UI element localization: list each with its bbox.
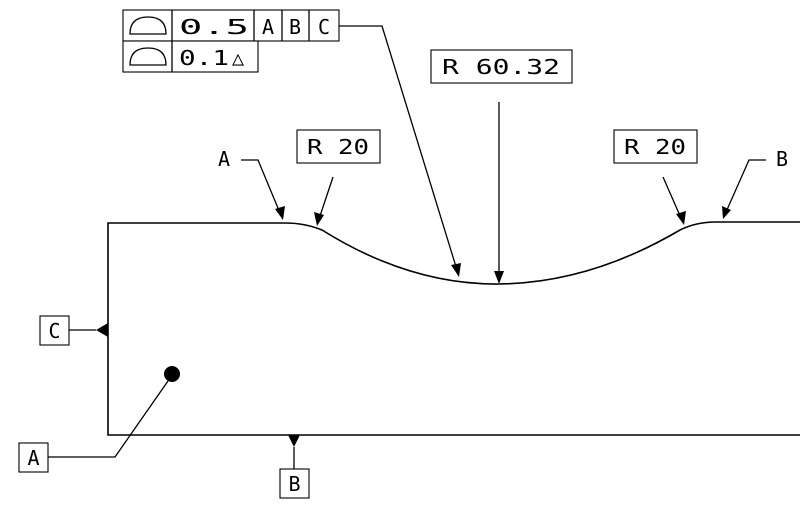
datum-b-feature: B [279, 435, 310, 499]
profile-of-surface-icon [129, 16, 167, 35]
arrowhead [451, 263, 461, 277]
profile-of-surface-icon [129, 47, 167, 66]
arrowhead [676, 211, 686, 225]
point-b-callout: B [722, 147, 788, 219]
right-radius-callout: R 20 [613, 129, 698, 225]
right-radius-label: R 20 [624, 135, 686, 159]
fcf-leader [339, 25, 461, 277]
arrowhead [314, 212, 324, 226]
fcf-row1-frame [122, 9, 340, 42]
right-radius-box [613, 129, 698, 164]
datum-c-feature: C [39, 315, 108, 346]
left-radius-label: R 20 [307, 135, 369, 159]
arrowhead [722, 206, 731, 219]
center-radius-label: R 60.32 [442, 55, 560, 79]
datum-a-label: A [27, 446, 39, 470]
fcf-row2-modifier: △ [232, 46, 244, 70]
datum-b-box [279, 468, 310, 499]
point-a-label: A [218, 147, 230, 171]
fcf-datum-c: C [318, 15, 330, 39]
arrowhead [275, 206, 285, 220]
feature-control-frame: 0.5 A B C 0.1 △ [122, 9, 340, 73]
datum-a-feature: A [18, 366, 180, 473]
left-radius-box [296, 129, 381, 164]
point-a-callout: A [218, 147, 285, 220]
fcf-datum-a: A [262, 15, 274, 39]
fcf-datum-b: B [289, 15, 301, 39]
datum-c-box [39, 315, 70, 346]
fcf-row2-tolerance: 0.1 [179, 46, 229, 70]
datum-a-box [18, 442, 49, 473]
fcf-row2-frame [122, 40, 259, 73]
arrowhead [494, 271, 504, 284]
center-radius-box [430, 49, 573, 84]
datum-target-dot [164, 366, 180, 382]
datum-triangle [288, 435, 300, 447]
part-profile [107, 221, 800, 436]
datum-b-label: B [288, 472, 300, 496]
point-b-label: B [776, 147, 788, 171]
fcf-row1-tolerance: 0.5 [179, 15, 249, 39]
center-radius-callout: R 60.32 [430, 49, 573, 284]
part-outline [107, 221, 800, 436]
left-radius-callout: R 20 [296, 129, 381, 226]
datum-triangle [96, 323, 108, 337]
datum-c-label: C [48, 319, 60, 343]
